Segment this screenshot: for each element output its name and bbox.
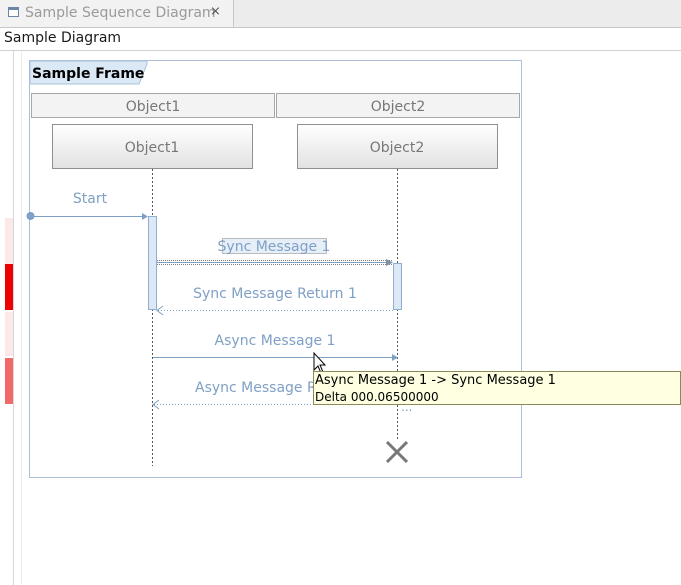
tab-bar-border: [0, 27, 681, 28]
lifeline-label: Object1: [125, 140, 180, 156]
sync-message-arrowhead: [386, 259, 393, 266]
frame-label-tab: [29, 60, 148, 85]
lifeline-label: Object2: [370, 140, 425, 156]
execution-occurrence-object2[interactable]: [393, 263, 402, 310]
view-title-separator: [0, 50, 681, 51]
async-message-label: Async Message 1: [215, 333, 336, 349]
sync-return-label: Sync Message Return 1: [193, 286, 357, 302]
editor-tab-bar: Sample Sequence Diagram ⨯: [0, 0, 681, 28]
found-message-start-point: [26, 212, 35, 220]
async-return-label: Async Message Re: [195, 380, 325, 396]
tooltip-message-pair: Async Message 1 -> Sync Message 1: [315, 373, 556, 388]
close-icon[interactable]: ⨯: [210, 4, 221, 19]
sample-frame[interactable]: [29, 60, 522, 478]
time-overview-bar-faint-2: [5, 312, 13, 356]
tooltip-delta: Delta 000.06500000: [315, 390, 439, 404]
lifeline-box-object2[interactable]: [297, 124, 498, 169]
start-message-label: Start: [73, 191, 108, 207]
time-overview-bar-medium: [5, 358, 13, 404]
async-message-arrowhead: [392, 354, 398, 361]
time-overview-bar-faint: [5, 218, 13, 264]
view-title: Sample Diagram: [4, 30, 122, 46]
frame-name: Sample Frame: [32, 66, 144, 82]
sync-message-label: Sync Message 1: [218, 239, 331, 255]
destroy-x-icon: [385, 440, 409, 464]
lifeline-header-label: Object2: [371, 99, 426, 115]
tab-title: Sample Sequence Diagram: [25, 5, 216, 21]
execution-occurrence-object1[interactable]: [148, 216, 157, 310]
time-ruler-line: [13, 51, 14, 585]
lifeline-box-object1[interactable]: [52, 124, 253, 169]
async-return-arrowhead: [152, 399, 160, 410]
time-ruler-line-secondary: [21, 51, 22, 585]
start-arrowhead: [142, 213, 148, 220]
tab-sample-sequence-diagram[interactable]: Sample Sequence Diagram ⨯: [0, 0, 234, 28]
diagram-window-icon: [8, 7, 19, 17]
async-return-ellipsis: ...: [401, 400, 412, 414]
time-overview-bar-highlight: [5, 264, 13, 310]
lifeline-header-object2[interactable]: [276, 93, 520, 118]
lifeline-header-object1[interactable]: [31, 93, 275, 118]
lifeline-header-label: Object1: [126, 99, 181, 115]
sync-return-arrowhead: [156, 305, 164, 316]
message-delta-tooltip: Async Message 1 -> Sync Message 1 Delta …: [313, 371, 681, 405]
sync-message-selection-box: [222, 238, 327, 254]
